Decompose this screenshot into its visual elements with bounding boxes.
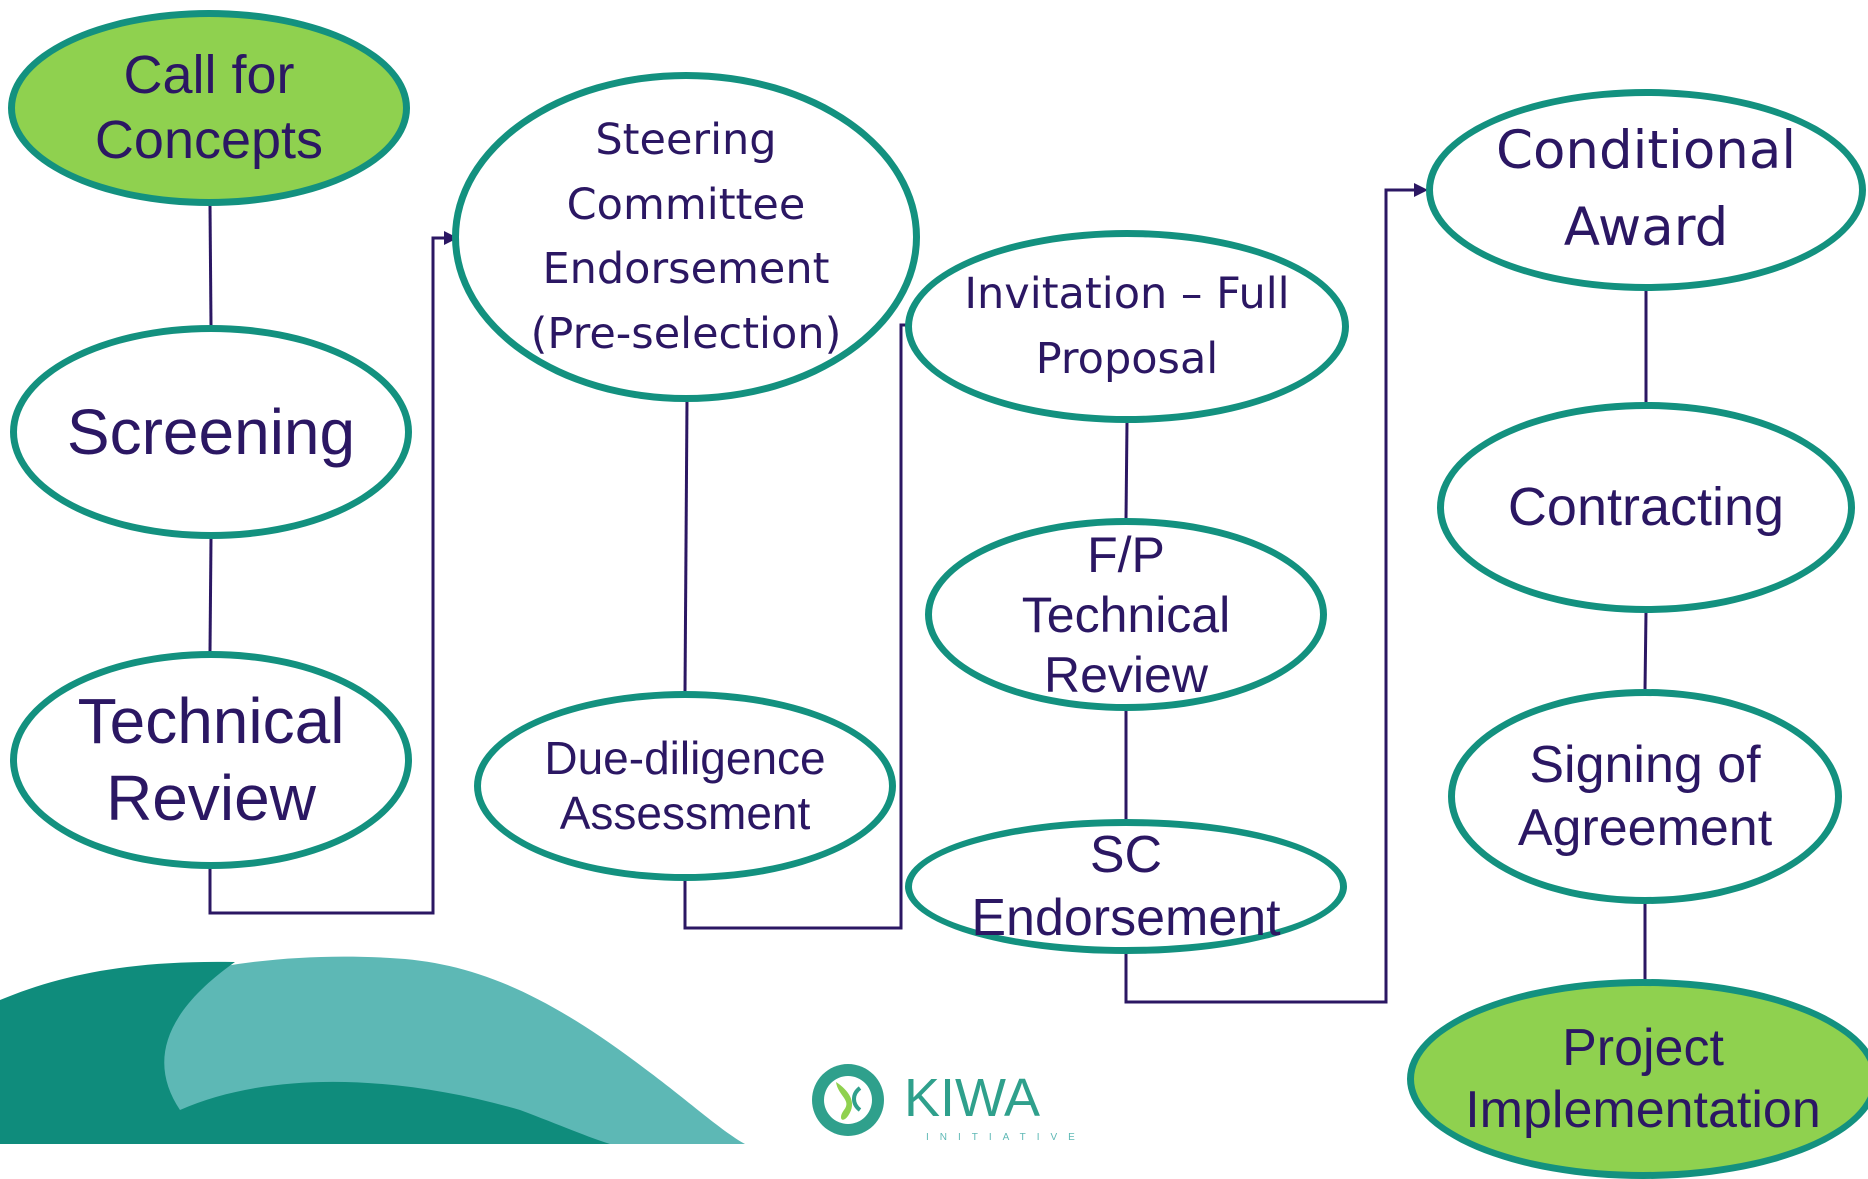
- wave-dark: [0, 961, 610, 1144]
- connector-invitation-fp: [1124, 421, 1129, 520]
- contracting-label: Contracting: [1507, 477, 1785, 538]
- kiwa-emblem-leaf: [836, 1082, 853, 1120]
- steering-committee-label: Steering Committee Endorsement (Pre-sele…: [530, 115, 842, 359]
- due-diligence-label: Due-diligence Assessment: [544, 731, 826, 839]
- arrowheads: [444, 183, 1428, 245]
- node-contracting: Contracting: [1437, 402, 1855, 613]
- screening-label: Screening: [66, 395, 356, 468]
- kiwa-emblem-swirl: [852, 1086, 862, 1112]
- fp-technical-review-label: F/P Technical Review: [1021, 526, 1231, 703]
- call-for-concepts-label: Call for Concepts: [94, 45, 324, 170]
- connectors: [208, 188, 1648, 1004]
- project-implementation-label: Project Implementation: [1465, 1018, 1821, 1139]
- arrowhead-steering: [444, 231, 458, 245]
- conditional-award-label: Conditional Award: [1495, 120, 1797, 258]
- node-due-diligence-assessment: Due-diligence Assessment: [474, 691, 896, 881]
- flow-diagram: [0, 183, 1648, 1144]
- node-project-implementation: Project Implementation: [1407, 979, 1868, 1179]
- sc-endorsement-label: SC Endorsement: [971, 826, 1281, 947]
- node-invitation-full-proposal: Invitation – Full Proposal: [905, 230, 1349, 423]
- node-conditional-award: Conditional Award: [1426, 89, 1866, 291]
- node-call-for-concepts: Call for Concepts: [8, 10, 410, 206]
- connector-technical-steering: [208, 236, 450, 915]
- connector-screening-technical: [208, 537, 213, 653]
- kiwa-logo-name: KIWA: [904, 1068, 1040, 1128]
- kiwa-emblem-icon: KIWA INITIATIVE: [812, 1064, 1086, 1143]
- kiwa-logo-tagline: INITIATIVE: [926, 1132, 1086, 1143]
- node-steering-committee-endorsement: Steering Committee Endorsement (Pre-sele…: [452, 72, 920, 402]
- connector-duediligence-invitation: [683, 323, 909, 930]
- node-screening: Screening: [10, 325, 412, 539]
- connector-sc-conditional: [1124, 188, 1418, 1004]
- signing-of-agreement-label: Signing of Agreement: [1517, 736, 1773, 857]
- node-technical-review: Technical Review: [10, 651, 412, 869]
- kiwa-logo: KIWA INITIATIVE: [808, 1052, 1088, 1144]
- technical-review-label: Technical Review: [77, 685, 345, 834]
- connector-contracting-signing: [1643, 611, 1648, 691]
- invitation-full-proposal-label: Invitation – Full Proposal: [964, 269, 1290, 384]
- connector-steering-duediligence: [683, 399, 689, 693]
- node-fp-technical-review: F/P Technical Review: [925, 518, 1327, 711]
- arrowhead-conditional: [1414, 183, 1428, 197]
- connector-call-screening: [208, 204, 213, 326]
- node-signing-of-agreement: Signing of Agreement: [1448, 689, 1842, 904]
- node-sc-endorsement: SC Endorsement: [905, 819, 1347, 954]
